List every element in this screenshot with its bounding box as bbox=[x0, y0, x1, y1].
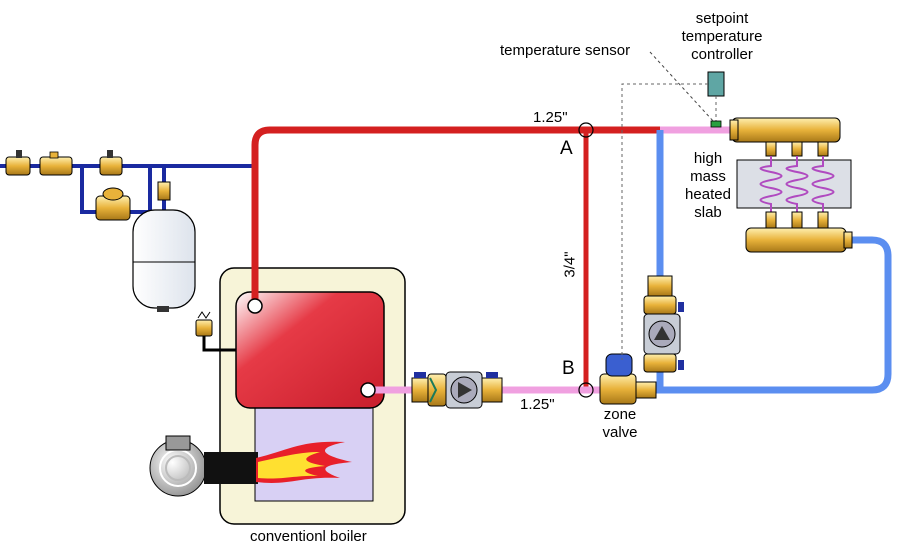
junction-a-label: A bbox=[560, 138, 573, 159]
bypass-size-label: 3/4" bbox=[561, 251, 579, 278]
junction-b bbox=[578, 382, 594, 398]
slab-circulator bbox=[643, 275, 684, 373]
slab-return-pipe bbox=[656, 130, 892, 394]
zone-valve-label: zone valve bbox=[596, 406, 644, 442]
zone-valve-label-line-2: valve bbox=[602, 424, 638, 441]
slab-label-line-4: slab bbox=[694, 204, 722, 221]
junction-a bbox=[578, 122, 594, 138]
controller-label-line-1: setpoint bbox=[695, 10, 749, 27]
controller-label-line-2: temperature bbox=[681, 28, 763, 45]
bottom-pipe-size-label: 1.25" bbox=[520, 396, 555, 413]
junction-b-label: B bbox=[562, 358, 575, 379]
zone-valve bbox=[599, 353, 657, 405]
controller-wiring bbox=[621, 51, 725, 360]
boiler bbox=[195, 267, 406, 525]
slab-label-line-3: heated bbox=[685, 186, 731, 203]
slab-label-line-1: high bbox=[693, 150, 723, 167]
return-inlet bbox=[360, 382, 376, 398]
zone-valve-label-line-1: zone bbox=[603, 406, 637, 423]
return-manifold bbox=[745, 211, 853, 253]
boiler-label: conventionl boiler bbox=[250, 528, 367, 545]
boiler-circulator bbox=[411, 371, 503, 409]
heated-slab bbox=[736, 156, 852, 214]
slab-label-line-2: mass bbox=[690, 168, 726, 185]
controller-label-line-3: controller bbox=[691, 46, 753, 63]
burner bbox=[149, 435, 352, 497]
supply-pipe bbox=[251, 126, 665, 306]
setpoint-controller-label: setpoint temperature controller bbox=[678, 10, 766, 64]
supply-outlet bbox=[247, 298, 263, 314]
supply-manifold bbox=[729, 117, 841, 157]
top-pipe-size-label: 1.25" bbox=[533, 109, 568, 126]
slab-label: high mass heated slab bbox=[676, 150, 740, 222]
expansion-tank bbox=[132, 181, 196, 312]
fill-valve-assembly bbox=[5, 150, 131, 221]
temperature-sensor-label: temperature sensor bbox=[500, 42, 631, 59]
